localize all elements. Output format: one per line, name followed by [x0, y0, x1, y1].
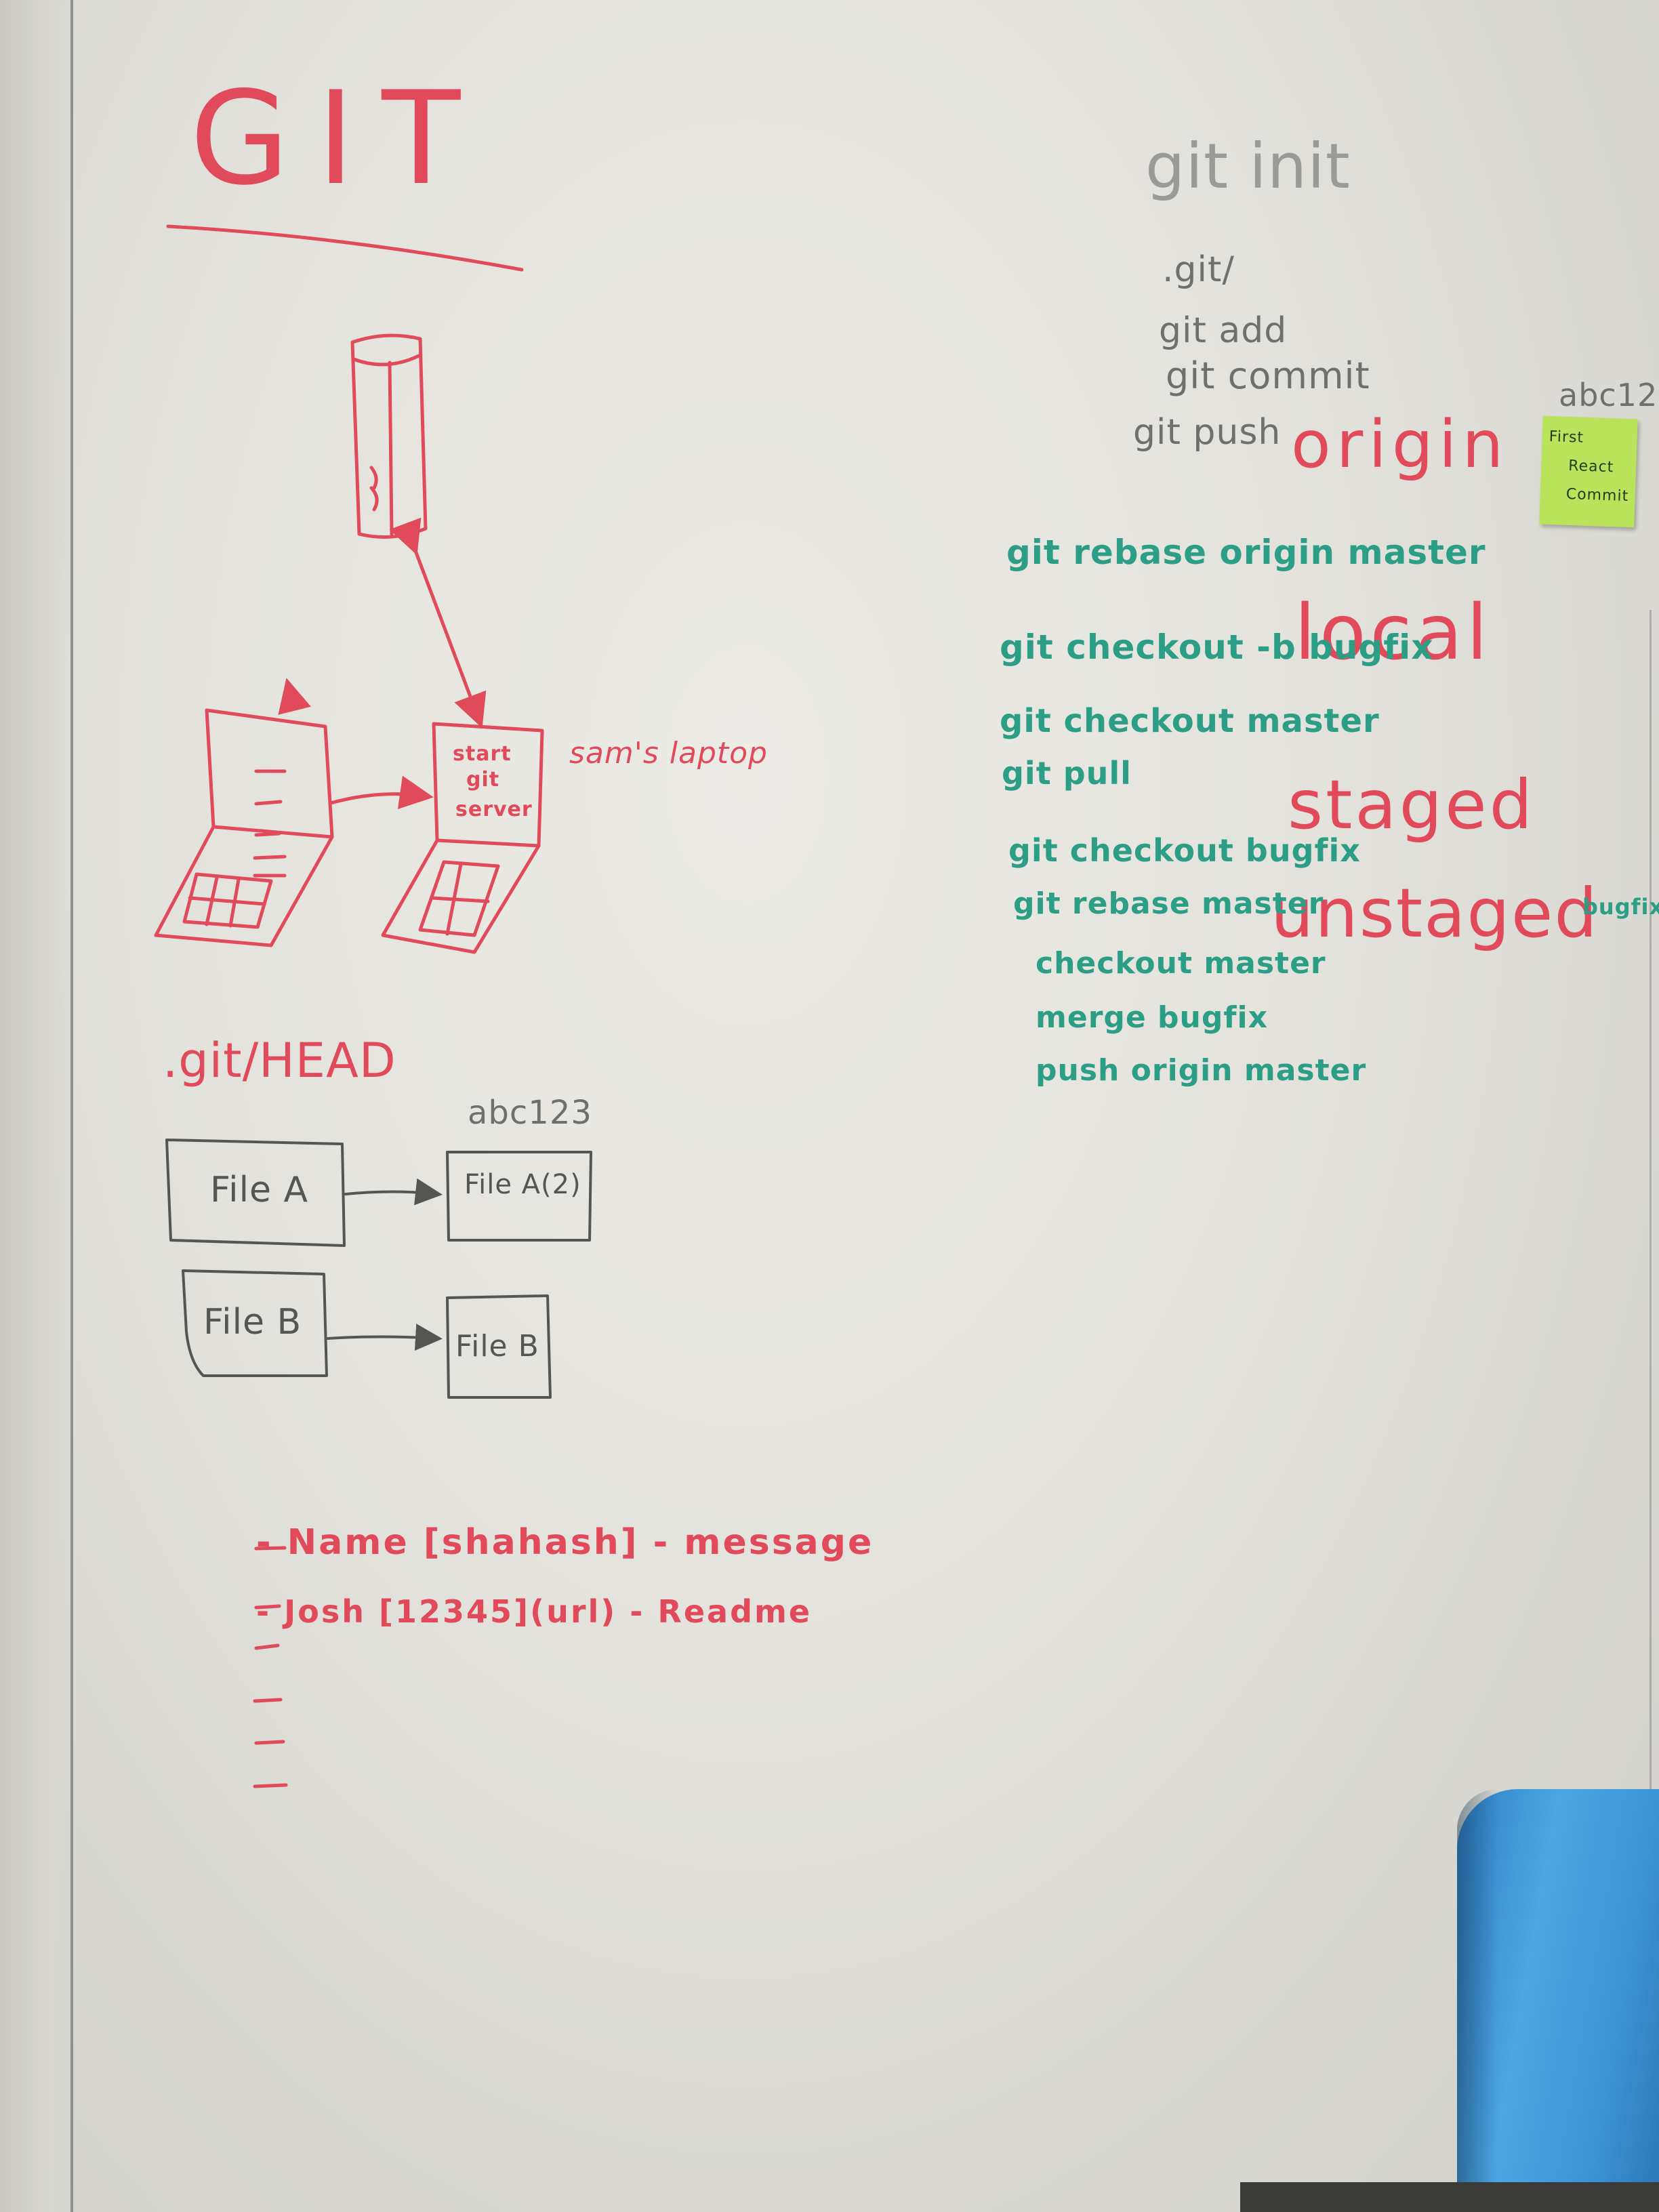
cmd-rebase-master: git rebase master: [1013, 886, 1324, 921]
cmd-git-commit: git commit: [1166, 354, 1370, 397]
laptop-arrow: [329, 775, 434, 810]
server-laptop-arrow: [389, 517, 487, 729]
wall-edge: [0, 0, 75, 2212]
sticky-hash-label: abc12: [1559, 377, 1658, 413]
term-unstaged: unstaged: [1271, 874, 1599, 953]
cmd-rebase-origin: git rebase origin master: [1006, 533, 1486, 572]
term-local: local: [1294, 589, 1492, 677]
cmd-git-dir: .git/: [1162, 249, 1235, 290]
cmd-push-origin-master: push origin master: [1036, 1053, 1367, 1088]
commit-hash-label: abc123: [468, 1094, 592, 1132]
laptop-screen-line-2: git: [466, 768, 500, 792]
log-bullets: [253, 1546, 288, 1788]
cmd-checkout-b: git checkout -b bugfix: [1000, 628, 1434, 667]
chair-shadow: [1457, 1789, 1498, 2212]
laptop-label: sam's laptop: [569, 736, 768, 771]
log-dashes-log: [253, 769, 287, 860]
file-a2-box: [446, 1151, 592, 1242]
title-underline: [166, 224, 524, 272]
sticky-line-3: Commit: [1565, 485, 1629, 506]
cmd-git-pull: git pull: [1002, 755, 1132, 792]
cmd-git-add: git add: [1159, 310, 1288, 351]
cmd-git-push: git push: [1133, 412, 1282, 453]
sticky-line-1: First: [1549, 428, 1584, 447]
cmd-checkout-bugfix: git checkout bugfix: [1008, 832, 1361, 869]
cmd-git-init: git init: [1145, 130, 1351, 203]
cmd-checkout-master-2: checkout master: [1036, 946, 1326, 981]
file-b-arrow: [327, 1324, 443, 1351]
head-label: .git/HEAD: [163, 1033, 396, 1088]
log-line-1: - Name [shahash] - message: [256, 1522, 874, 1563]
file-a-label: File A: [210, 1170, 309, 1210]
whiteboard-title: GIT: [190, 64, 488, 213]
left-laptop-drawing: [154, 678, 334, 947]
sticky-line-2: React: [1568, 457, 1614, 476]
file-a2-label: File A(2): [464, 1169, 581, 1200]
sticky-note: First React Commit: [1539, 415, 1638, 528]
branch-label: bugfix: [1582, 894, 1659, 920]
file-b2-box: [446, 1294, 552, 1399]
cmd-checkout-master: git checkout master: [1000, 702, 1380, 740]
right-laptop-drawing: [381, 722, 544, 954]
file-a-arrow: [344, 1178, 443, 1206]
file-b2-label: File B: [455, 1329, 539, 1364]
log-line-2: - Josh [12345](url) - Readme: [256, 1593, 813, 1630]
term-staged: staged: [1288, 765, 1536, 844]
file-b-box: [182, 1269, 328, 1377]
blue-chair: [1457, 1789, 1659, 2212]
laptop-screen-line-1: start: [453, 742, 512, 766]
board-seam-right: [1650, 610, 1652, 1796]
laptop-screen-line-3: server: [455, 798, 533, 821]
server-drawing: [350, 333, 428, 539]
cmd-merge-bugfix: merge bugfix: [1036, 1000, 1268, 1035]
term-origin: origin: [1291, 407, 1509, 483]
file-a-box: [165, 1139, 346, 1247]
board-seam-left: [70, 0, 73, 2212]
file-b-label: File B: [203, 1302, 302, 1343]
chair-base: [1240, 2182, 1659, 2212]
